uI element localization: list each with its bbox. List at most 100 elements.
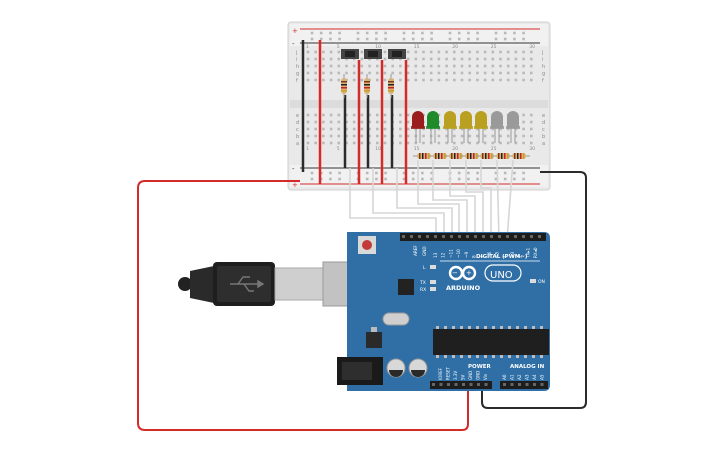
header-pin[interactable] xyxy=(402,235,405,238)
hole xyxy=(437,78,441,82)
analog-header-pin[interactable] xyxy=(518,383,521,386)
hole xyxy=(376,141,379,145)
hole xyxy=(399,113,402,117)
analog-header-pin[interactable] xyxy=(533,383,536,386)
header-pin[interactable] xyxy=(410,235,413,238)
header-pin[interactable] xyxy=(426,235,429,238)
hole xyxy=(530,134,533,138)
header-pin[interactable] xyxy=(498,235,501,238)
hole xyxy=(437,57,441,61)
signal-wire-1[interactable] xyxy=(349,168,437,240)
header-pin[interactable] xyxy=(514,235,517,238)
rail-hole xyxy=(503,177,507,181)
led-resistor-7[interactable] xyxy=(508,153,530,159)
hole xyxy=(514,64,518,68)
chip-leg xyxy=(532,355,535,358)
rail-hole xyxy=(338,171,341,175)
rail-hole xyxy=(476,171,479,175)
hole xyxy=(453,57,456,61)
power-header-pin[interactable] xyxy=(439,383,443,386)
header-pin[interactable] xyxy=(538,235,541,238)
rail-hole xyxy=(411,37,415,41)
header-pin[interactable] xyxy=(490,235,493,238)
column-number: 15 xyxy=(414,146,420,152)
analog-header-pin[interactable] xyxy=(510,383,514,386)
hole xyxy=(476,141,479,145)
header-pin[interactable] xyxy=(466,235,469,238)
red-wire-5v[interactable] xyxy=(137,180,469,431)
hole xyxy=(499,71,502,75)
led-2[interactable] xyxy=(426,111,440,143)
column-number: 30 xyxy=(529,44,535,50)
power-pin-label: RESET xyxy=(446,367,451,380)
header-pin[interactable] xyxy=(482,235,485,238)
external-wires xyxy=(137,159,587,431)
hole xyxy=(468,71,471,75)
hole xyxy=(483,57,487,61)
led-4[interactable] xyxy=(459,111,473,143)
analog-header-pin[interactable] xyxy=(525,383,529,386)
header-pin[interactable] xyxy=(434,235,437,238)
led-3[interactable] xyxy=(443,111,457,143)
led-5[interactable] xyxy=(474,111,488,143)
led-resistor-2[interactable] xyxy=(429,153,451,159)
rail-hole xyxy=(503,37,507,41)
led-l-label: L xyxy=(423,265,426,271)
hole xyxy=(352,141,356,145)
hole xyxy=(422,134,425,138)
led-1[interactable] xyxy=(411,111,425,143)
chip-leg xyxy=(532,326,535,329)
header-pin[interactable] xyxy=(458,235,461,238)
hole xyxy=(383,50,387,54)
hole xyxy=(468,50,471,54)
signal-wire-10[interactable] xyxy=(506,159,514,241)
black-wire-gnd[interactable] xyxy=(481,171,587,409)
row-letter: f xyxy=(296,78,298,84)
hole xyxy=(476,64,479,68)
signal-wire-7[interactable] xyxy=(465,160,484,240)
led-6[interactable] xyxy=(490,111,504,143)
reset-button[interactable] xyxy=(362,240,372,250)
analog-header-pin[interactable] xyxy=(503,383,506,386)
led-7[interactable] xyxy=(506,111,520,143)
header-pin[interactable] xyxy=(450,235,453,238)
hole xyxy=(383,127,387,131)
led-resistor-6[interactable] xyxy=(492,153,514,159)
signal-wire-3[interactable] xyxy=(396,168,453,240)
header-pin[interactable] xyxy=(474,235,477,238)
usb-cable[interactable] xyxy=(178,261,379,307)
signal-wire-5[interactable] xyxy=(432,160,468,240)
hole xyxy=(306,141,310,145)
header-pin[interactable] xyxy=(418,235,421,238)
signal-wire-4[interactable] xyxy=(417,160,460,240)
chip-leg xyxy=(516,355,519,358)
power-header-pin[interactable] xyxy=(477,383,480,386)
chip-leg xyxy=(468,326,471,329)
signal-wire-9[interactable] xyxy=(496,159,500,241)
header-pin[interactable] xyxy=(522,235,525,238)
pulldown-resistor-2[interactable] xyxy=(364,74,370,98)
signal-wire-8[interactable] xyxy=(480,160,492,240)
header-pin[interactable] xyxy=(506,235,509,238)
power-header-pin[interactable] xyxy=(432,383,435,386)
hole xyxy=(352,120,356,124)
analog-header-pin[interactable] xyxy=(540,383,544,386)
pulldown-resistor-3[interactable] xyxy=(388,74,394,98)
power-header-pin[interactable] xyxy=(469,383,473,386)
power-header-pin[interactable] xyxy=(462,383,465,386)
led-on xyxy=(530,279,536,283)
hole xyxy=(360,57,364,61)
hole xyxy=(314,50,317,54)
power-header-pin[interactable] xyxy=(454,383,458,386)
row-letter: i xyxy=(296,57,297,63)
header-pin[interactable] xyxy=(530,235,533,238)
power-header-pin[interactable] xyxy=(484,383,488,386)
digital-pin-label: ~9 xyxy=(464,251,469,258)
hole xyxy=(483,50,487,54)
header-pin[interactable] xyxy=(442,235,445,238)
signal-wire-6[interactable] xyxy=(449,160,476,240)
pulldown-resistor-1[interactable] xyxy=(341,74,347,98)
power-header-pin[interactable] xyxy=(447,383,450,386)
hole xyxy=(337,141,341,145)
signal-wire-2[interactable] xyxy=(372,168,445,240)
